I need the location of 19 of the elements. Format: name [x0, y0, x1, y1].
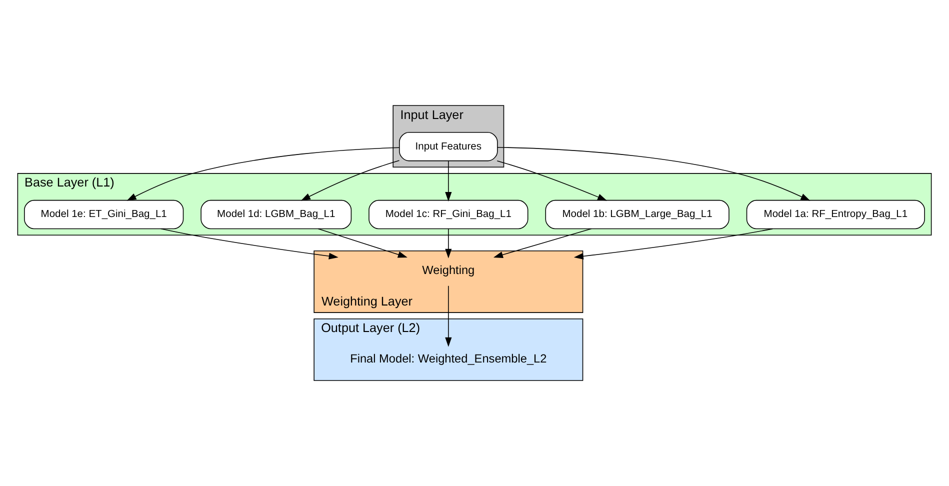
arrow [445, 160, 452, 202]
node-box: Input Features [399, 132, 498, 162]
node-text: Final Model: Weighted_Ensemble_L2 [350, 352, 547, 366]
node-box: Model 1d: LGBM_Bag_L1 [200, 200, 352, 230]
arrow [160, 228, 338, 260]
node-box: Model 1a: RF_Entropy_Bag_L1 [746, 200, 925, 230]
arrow [497, 146, 810, 201]
arrow [126, 147, 400, 201]
node-box: Model 1b: LGBM_Large_Bag_L1 [545, 200, 730, 230]
node-text: Weighting [422, 263, 475, 278]
arrow [445, 228, 452, 258]
arrow [574, 228, 773, 260]
node-box: Model 1e: ET_Gini_Bag_L1 [24, 200, 184, 230]
arrow [318, 228, 408, 258]
arrow [300, 160, 400, 201]
node-box: Model 1c: RF_Gini_Bag_L1 [368, 200, 528, 230]
arrow [496, 160, 608, 201]
arrow [493, 228, 592, 258]
arrow [445, 285, 452, 347]
